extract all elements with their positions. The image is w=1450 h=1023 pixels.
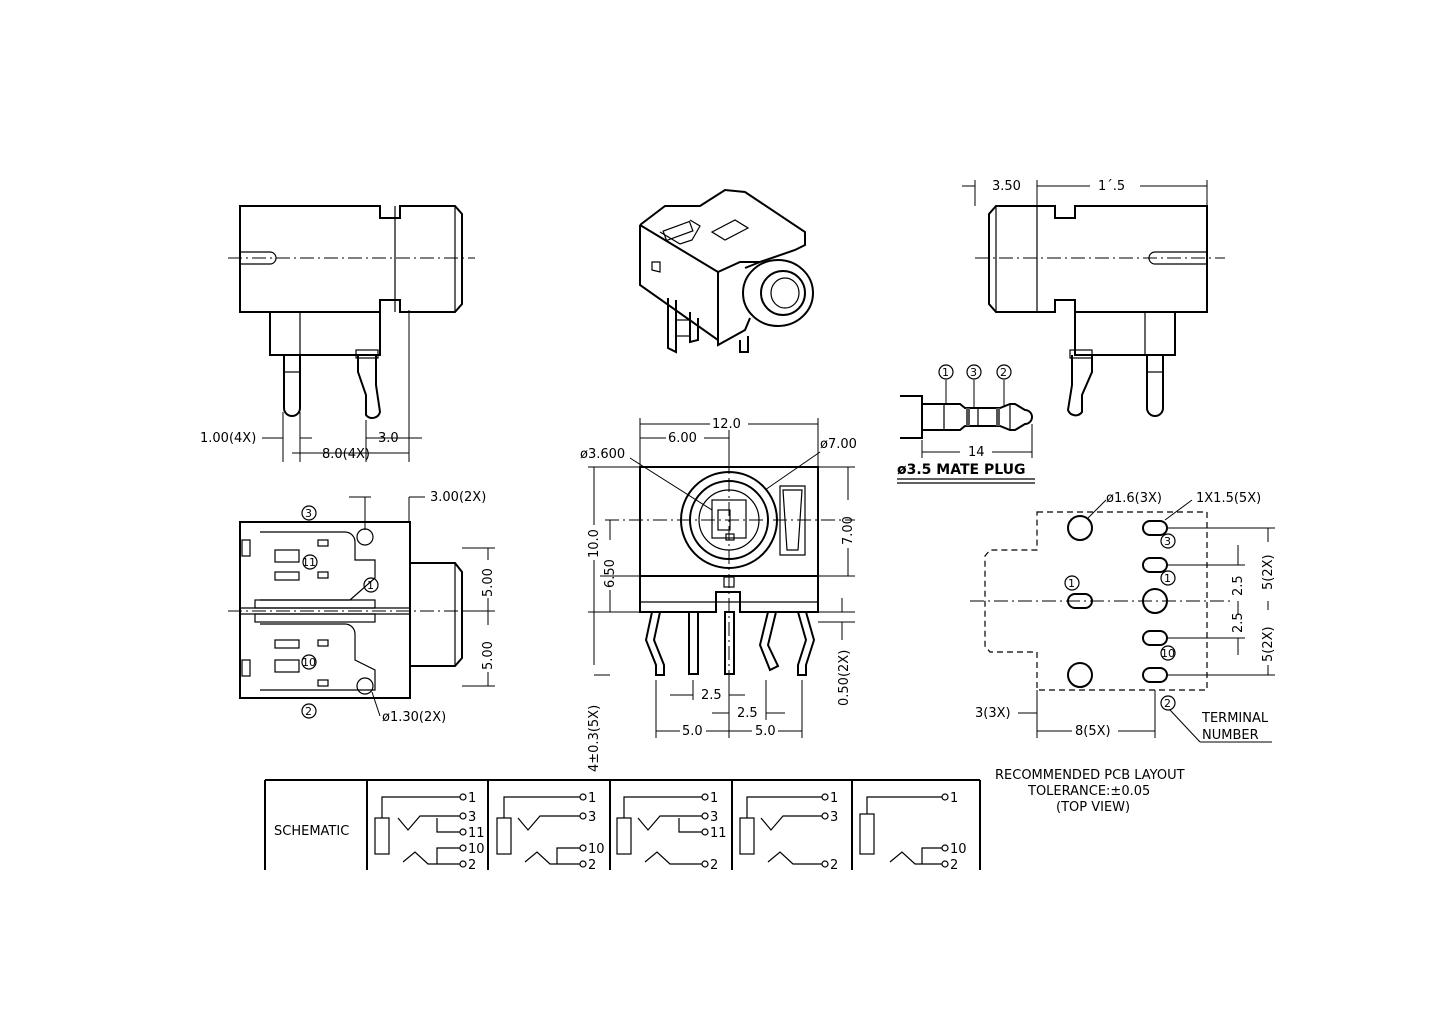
schematic-cell-2: 1 3 10 2: [496, 791, 605, 873]
dim-8-5x: 8(5X): [1075, 724, 1111, 739]
terminal-label: TERMINAL: [1201, 711, 1269, 726]
cell1-pin-2: 11: [468, 826, 485, 841]
schematic-cell-4: 1 3 2: [739, 791, 838, 873]
side-view-left: 1.00(4X) 3.0 8.0(4X): [200, 205, 475, 462]
dim-7-00: 7.00: [841, 516, 856, 545]
topview-terminal-11: 11: [302, 556, 316, 569]
pcb-title: RECOMMENDED PCB LAYOUT: [995, 768, 1185, 783]
pcb-terminal-1-left: 1: [1068, 577, 1075, 590]
cell5-pin-1: 10: [950, 842, 967, 857]
dim-11-5: 1´.5: [1098, 179, 1125, 194]
dim-5-00-a: 5.00: [481, 568, 496, 597]
cell3-pin-3: 2: [710, 858, 718, 873]
plug-terminal-1: 1: [942, 366, 949, 379]
cell2-pin-0: 1: [588, 791, 596, 806]
mate-plug-label: ø3.5 MATE PLUG: [897, 462, 1026, 478]
dim-3-00-2x: 3.00(2X): [430, 490, 486, 505]
schematic-cell-5: 1 10 2: [859, 791, 967, 873]
dim-8-0-4x: 8.0(4X): [322, 447, 370, 462]
cell3-pin-2: 11: [710, 826, 727, 841]
schematic-table: SCHEMATIC 1 3 11 10 2 1 3 10 2: [264, 779, 981, 873]
cell4-pin-2: 2: [830, 858, 838, 873]
dim-phi-3-600: ø3.600: [580, 447, 625, 462]
dim-5-2x-b: 5(2X): [1261, 626, 1276, 662]
dim-6-00: 6.00: [668, 431, 697, 446]
schematic-cell-1: 1 3 11 10 2: [374, 791, 485, 873]
dim-5-0-b: 5.0: [755, 724, 776, 739]
pcb-terminal-1-right: 1: [1164, 572, 1171, 585]
plug-terminal-2: 2: [1000, 366, 1007, 379]
cell3-pin-0: 1: [710, 791, 718, 806]
cell2-pin-2: 10: [588, 842, 605, 857]
tolerance-label: TOLERANCE:±0.05: [1027, 784, 1150, 799]
schematic-cell-3: 1 3 11 2: [616, 791, 727, 873]
topview-terminal-2: 2: [305, 705, 312, 718]
front-view: 12.0 6.00 ø3.600 ø7.00 10.0 6.50 7.00 0.…: [580, 417, 857, 772]
dim-1x1-5-5x: 1X1.5(5X): [1196, 491, 1261, 506]
dim-3-50: 3.50: [992, 179, 1021, 194]
cell2-pin-1: 3: [588, 810, 596, 825]
top-view: 3 11 1 10 2 3.00(2X) 5.00 5.00 ø1.30(2X): [228, 490, 496, 725]
cell1-pin-1: 3: [468, 810, 476, 825]
side-view-right: 3.50 1´.5: [962, 179, 1225, 417]
plug-terminal-3: 3: [970, 366, 977, 379]
dim-2-5-d: 2.5: [1231, 612, 1246, 633]
dim-3-3x: 3(3X): [975, 706, 1011, 721]
schematic-label: SCHEMATIC: [274, 824, 349, 839]
cell1-pin-3: 10: [468, 842, 485, 857]
dim-4-pm-0-3-5x: 4±0.3(5X): [587, 705, 602, 772]
dim-phi-7-00: ø7.00: [820, 437, 857, 452]
pcb-terminal-3: 3: [1164, 535, 1171, 548]
dim-5-0-a: 5.0: [682, 724, 703, 739]
dim-5-00-b: 5.00: [481, 641, 496, 670]
dim-12-0: 12.0: [712, 417, 741, 432]
dim-2-5-a: 2.5: [701, 688, 722, 703]
topview-terminal-10: 10: [302, 656, 316, 669]
dim-1-00-4x: 1.00(4X): [200, 431, 256, 446]
top-view-label: (TOP VIEW): [1056, 800, 1130, 815]
dim-phi-1-6-3x: ø1.6(3X): [1106, 491, 1162, 506]
cell1-pin-0: 1: [468, 791, 476, 806]
pcb-layout: 1 3 1 10 2 TERMINAL NUMBER ø1.6(3X) 1X1.…: [970, 491, 1276, 815]
dim-phi-1-30-2x: ø1.30(2X): [382, 710, 446, 725]
topview-terminal-1: 1: [367, 579, 374, 592]
dim-2-5-b: 2.5: [737, 706, 758, 721]
dim-6-50: 6.50: [603, 559, 618, 588]
dim-2-5-c: 2.5: [1231, 575, 1246, 596]
cell4-pin-1: 3: [830, 810, 838, 825]
cell2-pin-3: 2: [588, 858, 596, 873]
dim-10-0: 10.0: [587, 529, 602, 558]
dim-14: 14: [968, 445, 985, 460]
isometric-view: [639, 188, 814, 354]
pcb-terminal-10: 10: [1161, 647, 1175, 660]
cell5-pin-0: 1: [950, 791, 958, 806]
cell5-pin-2: 2: [950, 858, 958, 873]
dim-5-2x-a: 5(2X): [1261, 554, 1276, 590]
dim-0-50-2x: 0.50(2X): [837, 650, 852, 706]
cell4-pin-0: 1: [830, 791, 838, 806]
cell3-pin-1: 3: [710, 810, 718, 825]
mate-plug: 1 3 2 14 ø3.5 MATE PLUG: [897, 364, 1035, 484]
cell1-pin-4: 2: [468, 858, 476, 873]
pcb-terminal-2: 2: [1164, 697, 1171, 710]
topview-terminal-3: 3: [305, 507, 312, 520]
number-label: NUMBER: [1202, 728, 1259, 743]
dim-3-0: 3.0: [378, 431, 399, 446]
